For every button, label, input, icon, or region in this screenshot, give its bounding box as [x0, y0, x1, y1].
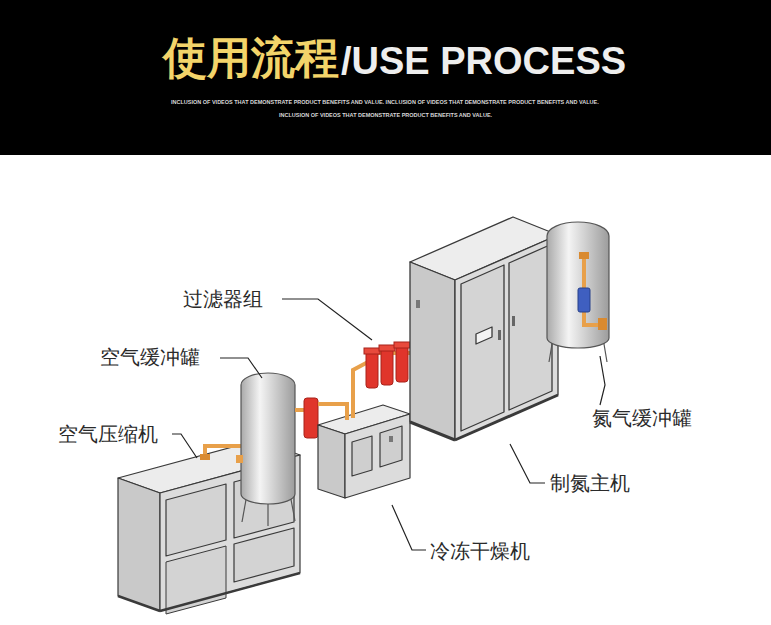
filter-cap — [394, 342, 410, 348]
panel — [166, 546, 226, 614]
refrigerated-dryer — [318, 405, 410, 498]
nameplate — [476, 327, 492, 344]
leader-line — [220, 358, 262, 378]
callout-label: 空气压缩机 — [58, 424, 158, 444]
leader-line — [600, 356, 605, 405]
valve — [236, 455, 243, 463]
tank-body — [547, 222, 609, 348]
base — [118, 596, 160, 611]
pipe-fitting — [579, 252, 589, 259]
panel — [234, 528, 294, 582]
panel — [380, 426, 402, 467]
callout-label: 空气缓冲罐 — [100, 347, 200, 367]
handle — [498, 330, 501, 340]
box-front — [345, 414, 410, 498]
switch — [389, 436, 393, 442]
filter-cap — [379, 345, 395, 351]
title-subtext: /USE PROCESS — [341, 42, 626, 80]
title-text: 使用流程 — [163, 36, 339, 80]
box-front — [455, 235, 558, 440]
panel — [352, 436, 372, 476]
valve — [598, 318, 607, 330]
leader-line — [510, 444, 545, 483]
door — [461, 265, 504, 431]
filter-group — [364, 342, 410, 388]
filter — [381, 347, 393, 385]
base — [455, 395, 558, 440]
filter-cap — [364, 348, 380, 354]
callout-label: 制氮主机 — [550, 473, 630, 493]
filter — [396, 344, 408, 382]
header-band — [0, 0, 771, 155]
filter — [304, 398, 318, 438]
base — [410, 422, 455, 440]
filter — [366, 350, 378, 388]
box-side — [318, 425, 345, 498]
door — [509, 244, 552, 410]
callout-label: 过滤器组 — [183, 289, 263, 309]
nitrogen-buffer-tank — [547, 222, 609, 362]
fine-print: INCLUSION OF VIDEOS THAT DEMONSTRATE PRO… — [171, 100, 599, 106]
leader-line — [172, 434, 197, 458]
nitrogen-generator — [410, 217, 558, 440]
flow-meter — [578, 288, 590, 312]
fine-print: INCLUSION OF VIDEOS THAT DEMONSTRATE PRO… — [279, 113, 492, 119]
leader-line — [282, 299, 372, 340]
box-side — [410, 262, 455, 440]
leader-line — [392, 505, 426, 550]
leader-lines — [172, 299, 605, 550]
port — [416, 300, 420, 308]
pipe — [318, 404, 347, 420]
callout-label: 氮气缓冲罐 — [592, 408, 692, 428]
box-side — [118, 478, 160, 611]
tank-body — [241, 373, 295, 504]
base — [160, 573, 300, 611]
handle — [512, 316, 515, 326]
pipe-fitting — [200, 454, 210, 460]
panel — [166, 484, 226, 556]
callout-label: 冷冻干燥机 — [430, 541, 530, 561]
air-buffer-tank — [236, 373, 295, 526]
